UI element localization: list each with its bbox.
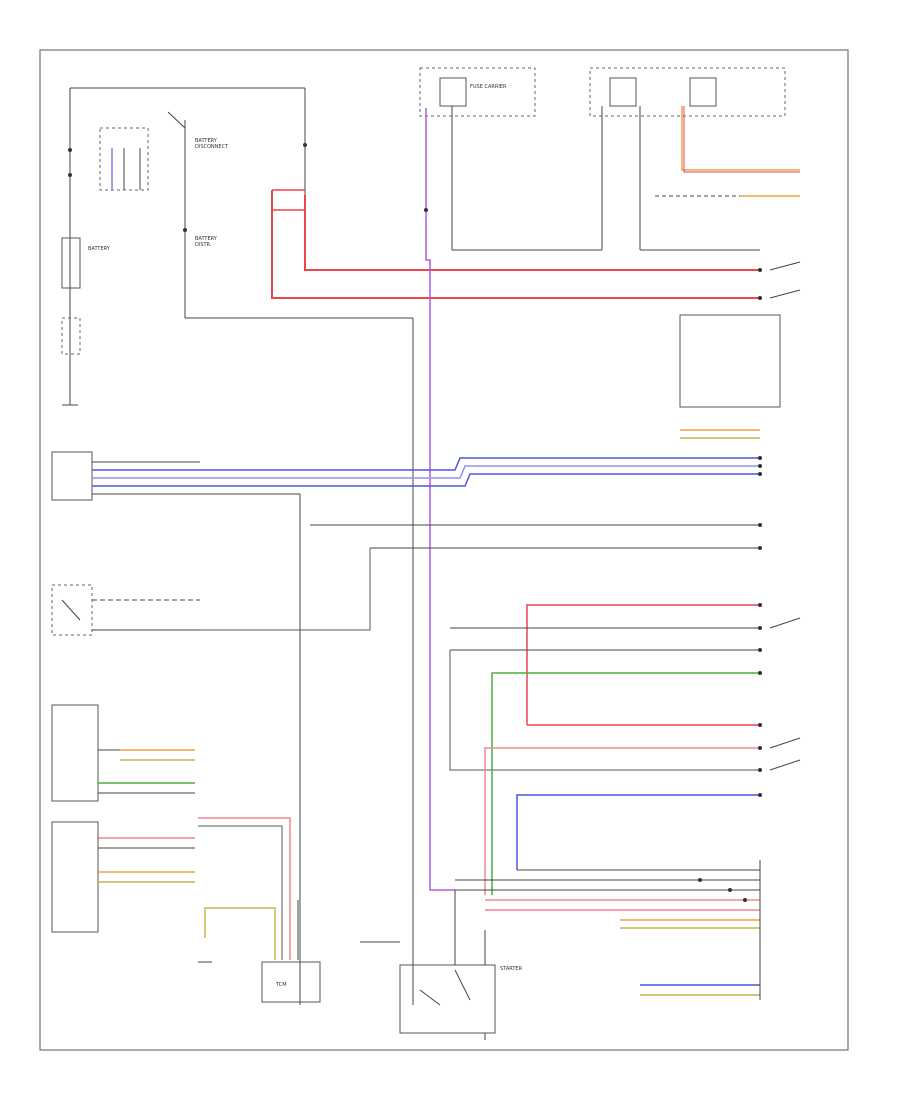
- brake-switch: [51, 584, 200, 636]
- starter-motor: STARTER: [360, 890, 523, 1040]
- fuse-carrier: FUSE CARRIER: [419, 67, 800, 251]
- can-bus-wires: [51, 451, 760, 1005]
- trans-module: [51, 704, 99, 802]
- transmission-control: [51, 821, 99, 933]
- battery-section: BATTERY BATTERY DISCONNECT BATTERY DISTR…: [61, 87, 414, 1005]
- tcm-bus: [455, 860, 761, 1000]
- svg-text:BATTERY: BATTERY: [195, 138, 218, 144]
- svg-text:DISCONNECT: DISCONNECT: [195, 144, 229, 150]
- tcm-label: TCM: [275, 982, 287, 988]
- fuse-box-right: [589, 67, 786, 117]
- connector-pins: [68, 143, 762, 902]
- battery-label: BATTERY: [88, 246, 111, 252]
- battery: [61, 237, 81, 289]
- svg-text:DISTR.: DISTR.: [195, 242, 212, 248]
- diagram-frame: [39, 49, 849, 1051]
- svg-text:BATTERY: BATTERY: [195, 236, 218, 242]
- tcm-box: [261, 961, 321, 1003]
- connector-left: [51, 451, 93, 501]
- starter-label: STARTER: [500, 966, 523, 972]
- fuse-box-label: FUSE CARRIER: [470, 84, 507, 90]
- power-wires-red: [271, 189, 801, 299]
- fuse-box-left: [419, 67, 536, 117]
- transmission-modules: [51, 704, 299, 963]
- purple-bus-wire: [425, 108, 455, 891]
- starter-relay-wires: [449, 604, 801, 895]
- battery-sensor: [61, 317, 81, 355]
- ecm-module: [679, 314, 781, 408]
